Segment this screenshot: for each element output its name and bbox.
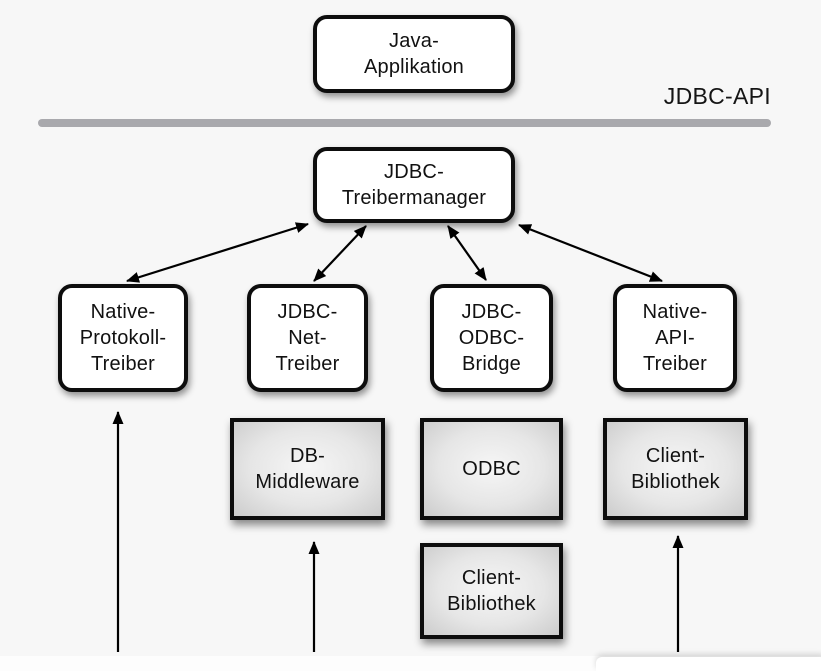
arrow-manager-jdbc-odbc	[447, 225, 487, 281]
node-java-applikation: Java- Applikation	[313, 15, 515, 93]
node-client-bibliothek-right: Client- Bibliothek	[603, 418, 748, 520]
jdbc-api-divider-line	[38, 119, 771, 127]
node-jdbc-net-treiber: JDBC- Net- Treiber	[247, 284, 368, 392]
node-db-middleware: DB- Middleware	[230, 418, 385, 520]
arrow-manager-jdbc-net	[313, 225, 367, 282]
node-native-protokoll-treiber: Native- Protokoll- Treiber	[58, 284, 188, 392]
arrow-manager-native-protokoll	[126, 222, 309, 283]
jdbc-api-label: JDBC-API	[663, 83, 771, 109]
node-odbc: ODBC	[420, 418, 563, 520]
partial-box-bottom-right	[596, 657, 821, 671]
node-jdbc-treibermanager: JDBC- Treibermanager	[313, 147, 515, 223]
node-jdbc-odbc-bridge: JDBC- ODBC- Bridge	[430, 284, 553, 392]
arrow-manager-native-api	[518, 223, 663, 283]
node-client-bibliothek-middle: Client- Bibliothek	[420, 543, 563, 639]
node-native-api-treiber: Native- API- Treiber	[613, 284, 737, 392]
